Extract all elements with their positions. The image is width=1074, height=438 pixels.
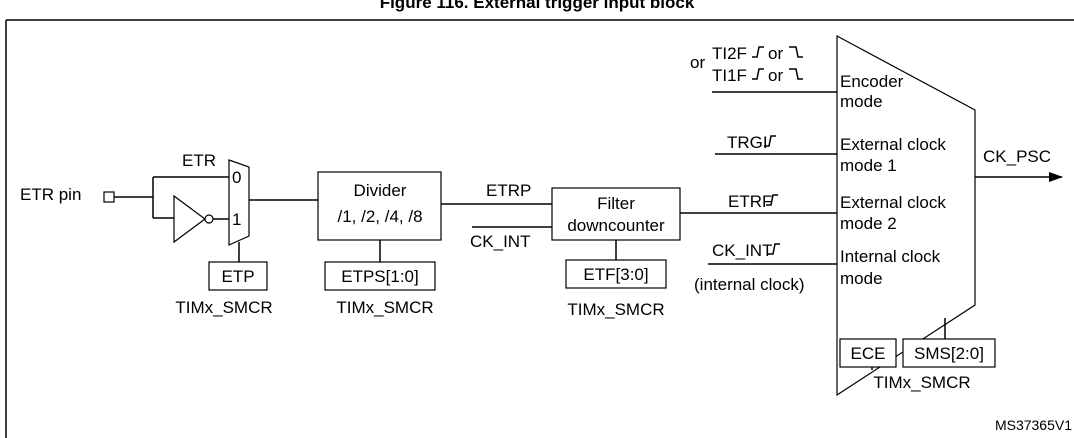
ck-psc-label: CK_PSC	[983, 147, 1051, 166]
figure-id: MS37365V1	[995, 417, 1072, 433]
filter-box	[551, 187, 681, 241]
etps-label: ETPS[1:0]	[341, 267, 418, 286]
internal-clock-mode-line2: mode	[840, 269, 883, 288]
sms-label: SMS[2:0]	[914, 344, 984, 363]
ti2f-rising-edge-icon	[752, 46, 764, 58]
mux1-in0-label: 0	[232, 168, 241, 187]
mux1-in1-label: 1	[232, 210, 241, 229]
etrf-label: ETRF	[728, 192, 772, 211]
etps-box	[324, 261, 436, 291]
ti2f-label: TI2F	[712, 44, 747, 63]
ext-clock-mode2-line1: External clock	[840, 193, 946, 212]
filter-title: Filter	[597, 194, 635, 213]
etf-register-label: TIMx_SMCR	[567, 300, 664, 319]
etps-register-label: TIMx_SMCR	[336, 298, 433, 317]
encoder-or-left: or	[690, 53, 705, 72]
divider-ratios: /1, /2, /4, /8	[337, 207, 422, 226]
inverter-triangle	[173, 194, 207, 244]
etf-box	[565, 259, 667, 289]
inverter-bubble	[204, 214, 214, 224]
ti2f-falling-edge-icon	[789, 46, 803, 58]
sms-box	[902, 338, 996, 368]
figure-title: Figure 116. External trigger input block	[380, 0, 695, 12]
ext-clock-mode2-line2: mode 2	[840, 214, 897, 233]
polarity-mux	[228, 159, 250, 246]
etp-box	[208, 261, 268, 291]
divider-title: Divider	[354, 181, 407, 200]
etf-label: ETF[3:0]	[583, 265, 648, 284]
clock-mode-mux	[836, 34, 976, 397]
etrp-label: ETRP	[486, 181, 531, 200]
ck-int-filter-label: CK_INT	[470, 232, 530, 251]
ti2f-or-label: or	[768, 44, 783, 63]
ck-int-mux-label: CK_INT	[712, 241, 772, 260]
internal-clock-label: (internal clock)	[694, 275, 805, 294]
ck-int-rising-edge-icon	[768, 243, 780, 255]
ext-clock-mode1-line2: mode 1	[840, 156, 897, 175]
trgi-label: TRGI	[727, 133, 768, 152]
internal-clock-mode-line1: Internal clock	[840, 247, 941, 266]
ti1f-label: TI1F	[712, 66, 747, 85]
encoder-mode-line1: Encoder	[840, 72, 904, 91]
figure-frame	[5, 19, 1074, 438]
ti1f-falling-edge-icon	[789, 68, 803, 80]
ece-box	[839, 338, 897, 368]
sms-register-label: TIMx_SMCR	[873, 373, 970, 392]
encoder-mode-line2: mode	[840, 92, 883, 111]
etp-label: ETP	[221, 267, 254, 286]
etr-pin-square	[103, 191, 115, 203]
filter-subtitle: downcounter	[567, 216, 665, 235]
ti1f-or-label: or	[768, 66, 783, 85]
etp-register-label: TIMx_SMCR	[175, 298, 272, 317]
etr-pin-label: ETR pin	[20, 185, 81, 204]
ece-label: ECE	[851, 344, 886, 363]
trgi-rising-edge-icon	[764, 135, 776, 147]
mux1-etr-label: ETR	[182, 151, 216, 170]
ti1f-rising-edge-icon	[752, 68, 764, 80]
ext-clock-mode1-line1: External clock	[840, 135, 946, 154]
etrf-rising-edge-icon	[766, 194, 778, 206]
